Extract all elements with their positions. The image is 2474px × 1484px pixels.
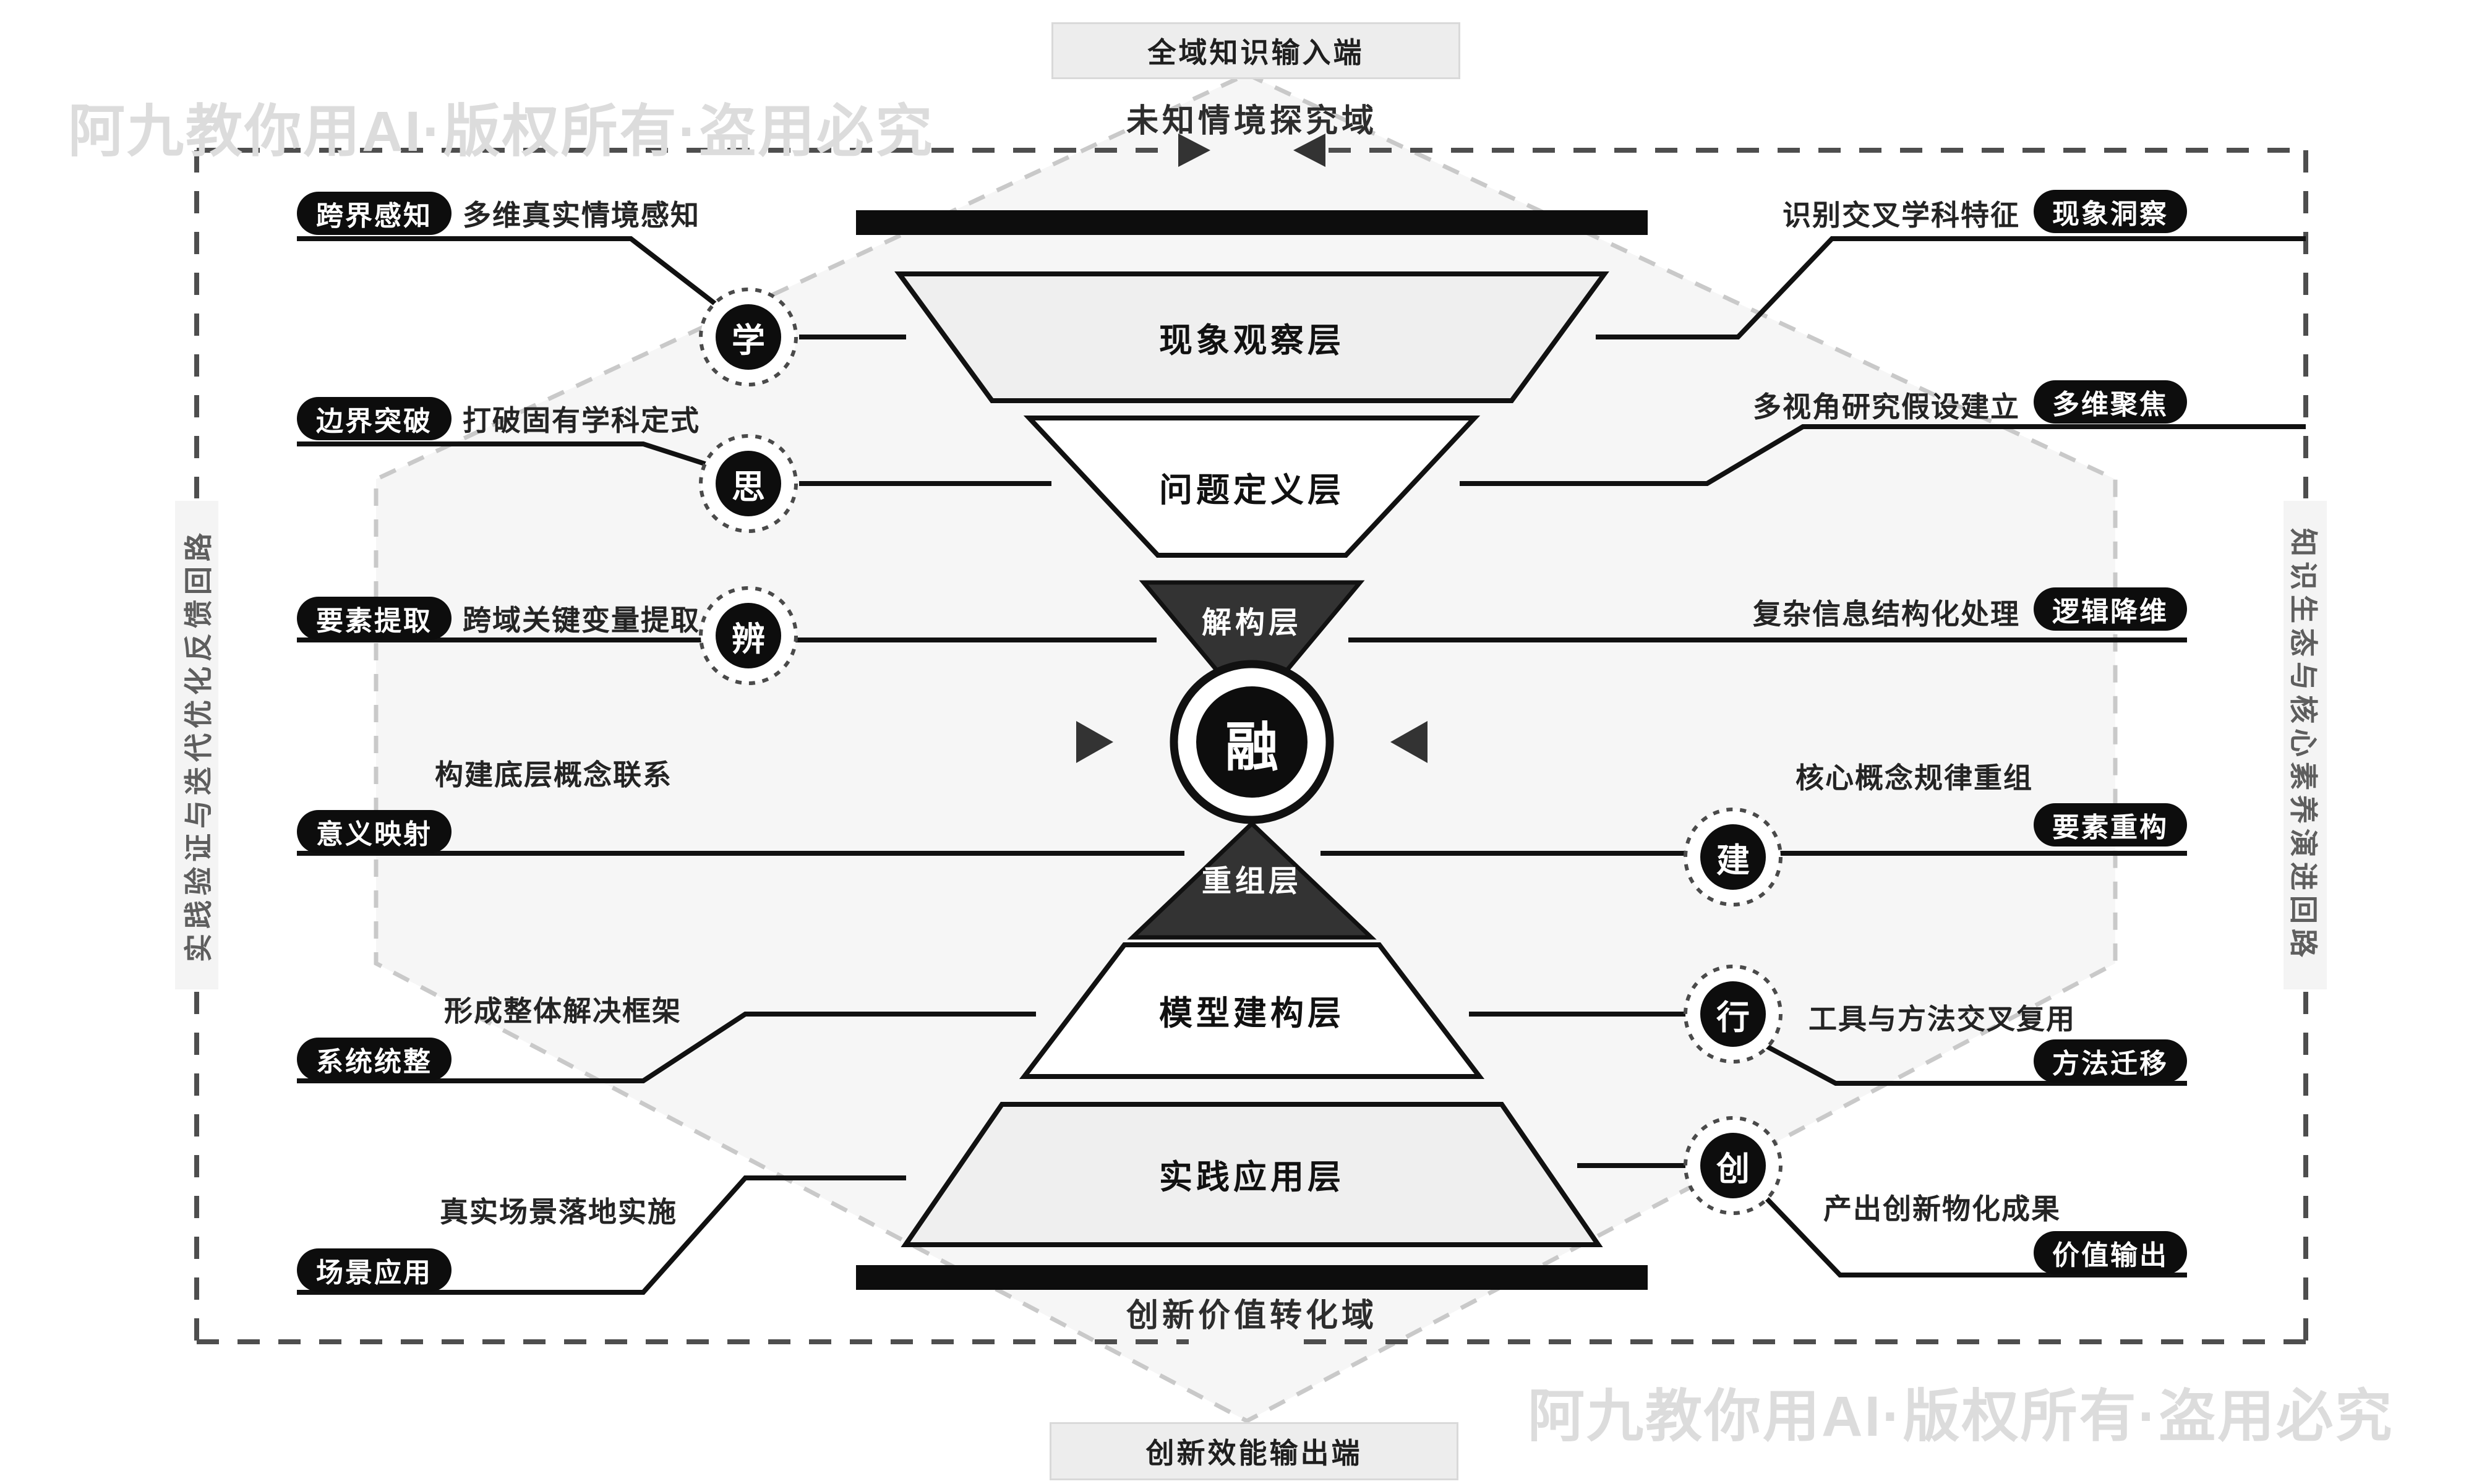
left-badge-system-integration: 系统统整 <box>297 1038 452 1081</box>
node-glyph-chuang: 创 <box>1716 1150 1750 1188</box>
bottom-output-bar <box>856 1265 1648 1290</box>
layer-label-modeling: 模型建构层 <box>1159 994 1345 1032</box>
right-badge-element-restructure: 要素重构 <box>2034 803 2187 846</box>
outer-dashed-border <box>194 148 2308 1344</box>
left-badge-scene-application: 场景应用 <box>297 1248 452 1292</box>
node-glyph-bian: 辨 <box>732 620 765 658</box>
arrow-right-icon <box>1178 134 1210 167</box>
node-circle-chuang <box>1684 1116 1783 1215</box>
watermark-top-left: 阿九教你用AI·版权所有·盗用必究 <box>68 100 935 163</box>
left-loop-label: 实践验证与迭代优化反馈回路 <box>175 501 218 989</box>
arrow-right-icon <box>1076 721 1113 763</box>
watermark-bottom-right: 阿九教你用AI·版权所有·盗用必究 <box>1528 1385 2394 1448</box>
left-desc-3: 跨域关键变量提取 <box>463 604 700 636</box>
right-desc-5: 工具与方法交叉复用 <box>1808 1003 2076 1035</box>
node-circle-jian <box>1684 808 1783 906</box>
right-desc-3: 复杂信息结构化处理 <box>1753 598 2020 630</box>
zone-label-bottom: 创新价值转化域 <box>1126 1297 1377 1334</box>
core-glyph: 融 <box>1225 717 1278 777</box>
right-desc-4: 核心概念规律重组 <box>1796 762 2033 794</box>
left-desc-6: 真实场景落地实施 <box>440 1196 677 1228</box>
right-desc-1: 识别交叉学科特征 <box>1783 199 2020 231</box>
node-glyph-jian: 建 <box>1716 842 1750 879</box>
left-desc-1: 多维真实情境感知 <box>463 199 700 231</box>
layer-shape-observation <box>894 271 1609 403</box>
layer-label-practice: 实践应用层 <box>1159 1158 1345 1196</box>
right-desc-6: 产出创新物化成果 <box>1823 1193 2061 1225</box>
node-glyph-si: 思 <box>732 468 765 506</box>
left-badge-cross-perception: 跨界感知 <box>297 192 452 235</box>
top-input-bar <box>856 210 1648 235</box>
layer-label-recombination: 重组层 <box>1201 865 1302 898</box>
right-desc-2: 多视角研究假设建立 <box>1753 391 2020 423</box>
layer-shape-practice <box>901 1102 1603 1247</box>
output-endpoint-badge: 创新效能输出端 <box>1050 1422 1458 1480</box>
node-circle-xing <box>1684 965 1783 1064</box>
layer-label-deconstruction: 解构层 <box>1201 607 1302 639</box>
zone-label-top: 未知情境探究域 <box>1126 103 1377 139</box>
layer-shape-recombination <box>1127 821 1377 940</box>
right-loop-label: 知识生态与核心素养演进回路 <box>2284 501 2327 989</box>
input-endpoint-badge: 全域知识输入端 <box>1051 22 1460 79</box>
node-circle-xue <box>699 288 798 386</box>
layer-shape-modeling <box>1019 942 1485 1079</box>
left-badge-meaning-mapping: 意义映射 <box>297 810 452 853</box>
arrow-left-icon <box>1390 721 1427 763</box>
right-badge-phenomenon-insight: 现象洞察 <box>2034 190 2187 233</box>
layer-label-observation: 现象观察层 <box>1159 322 1345 359</box>
flow-arrows <box>1076 134 1427 763</box>
right-badge-value-output: 价值输出 <box>2034 1231 2187 1274</box>
node-glyph-xue: 学 <box>732 322 765 359</box>
left-desc-4: 构建底层概念联系 <box>435 759 672 791</box>
right-badge-method-transfer: 方法迁移 <box>2034 1039 2187 1083</box>
arrow-left-icon <box>1293 134 1325 167</box>
node-glyph-xing: 行 <box>1716 999 1750 1036</box>
right-badge-multidim-focus: 多维聚焦 <box>2034 380 2187 424</box>
node-circle-si <box>699 434 798 533</box>
layer-shape-problem <box>1023 416 1481 558</box>
layer-shape-deconstruction <box>1139 580 1365 716</box>
left-badge-boundary-breakthrough: 边界突破 <box>297 397 452 440</box>
node-circles <box>699 288 1783 1215</box>
right-badge-logic-reduction: 逻辑降维 <box>2034 587 2187 631</box>
layer-label-problem: 问题定义层 <box>1159 471 1345 509</box>
node-circle-bian <box>699 586 798 685</box>
left-desc-2: 打破固有学科定式 <box>463 404 700 437</box>
left-badge-element-extraction: 要素提取 <box>297 597 452 640</box>
left-desc-5: 形成整体解决框架 <box>444 995 682 1027</box>
core-circle-inner <box>1196 686 1308 798</box>
